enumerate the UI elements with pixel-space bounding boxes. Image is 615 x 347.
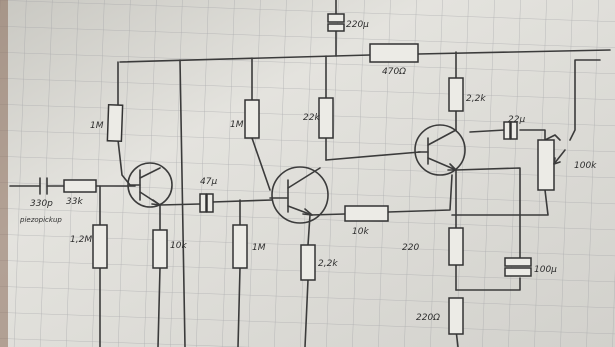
label-r-top-rail: 470Ω bbox=[382, 67, 406, 77]
resistor-22k-top bbox=[318, 97, 334, 139]
resistor-1m2-bottom bbox=[92, 224, 108, 269]
page-edge-shadow bbox=[0, 0, 8, 347]
capacitor-100u-bypass bbox=[504, 257, 532, 277]
label-cap-top: 220µ bbox=[346, 20, 369, 30]
resistors bbox=[63, 43, 464, 335]
label-r1-bottom: 1,2M bbox=[70, 235, 92, 245]
capacitor-47u-coupling bbox=[199, 193, 214, 213]
label-r-bottom-right: 220Ω bbox=[416, 313, 440, 323]
label-r-t3-collector: 2,2k bbox=[466, 94, 486, 104]
capacitor-220u-top bbox=[327, 13, 345, 32]
resistor-1m-top-left bbox=[106, 103, 124, 143]
label-r3-top: 22k bbox=[303, 113, 320, 123]
resistor-33k-input bbox=[63, 179, 97, 193]
label-r4-bottom: 2,2k bbox=[318, 259, 338, 269]
resistor-10k-bottom bbox=[152, 229, 168, 269]
resistor-220-emitter bbox=[448, 227, 464, 266]
resistor-10k-feedback bbox=[344, 205, 389, 222]
capacitor-330p-input bbox=[39, 177, 48, 195]
transistor-t2 bbox=[269, 166, 329, 224]
label-r3-bottom: 1M bbox=[252, 243, 266, 253]
label-input-note: piezopickup bbox=[19, 216, 62, 224]
capacitor-22u-t3 bbox=[503, 121, 518, 140]
label-cap-bypass: 100µ bbox=[534, 265, 557, 275]
label-pot: 100k bbox=[574, 161, 597, 171]
capacitors bbox=[39, 13, 532, 277]
resistor-2k2-collector bbox=[448, 77, 464, 112]
label-r-feedback: 10k bbox=[352, 227, 369, 237]
transistor-t3 bbox=[414, 124, 466, 176]
label-cap-t3: 22µ bbox=[508, 115, 525, 125]
potentiometer-100k bbox=[537, 139, 566, 191]
label-cap-input: 330p bbox=[30, 199, 53, 209]
resistor-2k2-bottom bbox=[300, 244, 316, 281]
label-cap-coupling: 47µ bbox=[200, 177, 217, 187]
resistor-220ohm-bottom bbox=[448, 297, 464, 335]
label-r-input: 33k bbox=[66, 197, 83, 207]
wires bbox=[9, 0, 611, 347]
component-labels: 220µ 470Ω 2,2k 22µ 100k 1M 1M 22k 330p 3… bbox=[19, 20, 597, 323]
transistor-t1 bbox=[127, 162, 173, 208]
label-r2-bottom: 10k bbox=[170, 241, 187, 251]
resistor-1m-bottom bbox=[232, 224, 248, 269]
label-r1-top: 1M bbox=[90, 121, 104, 131]
resistor-1m-top-mid bbox=[244, 99, 260, 139]
resistor-470ohm-top bbox=[369, 43, 419, 63]
label-r2-top: 1M bbox=[230, 120, 244, 130]
label-r-t3-emitter: 220 bbox=[402, 243, 419, 253]
